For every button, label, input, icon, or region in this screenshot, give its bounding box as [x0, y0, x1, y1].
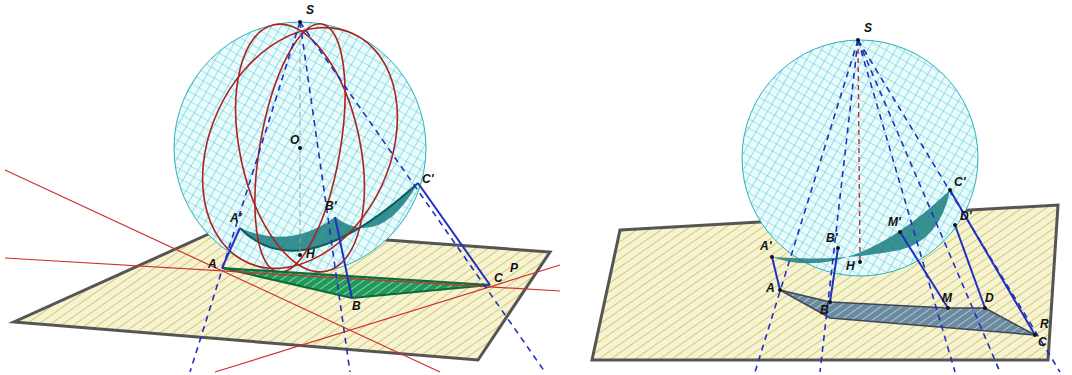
point-label: S [864, 22, 872, 34]
point-label: R [1040, 318, 1049, 330]
point-label: A [208, 258, 217, 270]
sphere [174, 22, 426, 274]
point-label: S [306, 4, 314, 16]
point-label: M [942, 292, 952, 304]
point-label: D [985, 292, 994, 304]
point-label: D' [960, 210, 972, 222]
point-label: B' [325, 200, 337, 212]
point-label: A' [760, 240, 772, 252]
point-label: A' [230, 212, 242, 224]
point-label: B [352, 300, 361, 312]
point-label: O [290, 134, 299, 146]
point-label: M' [888, 216, 901, 228]
point-label: B' [826, 232, 838, 244]
point-label: C' [422, 173, 434, 185]
point-label: B [820, 304, 829, 316]
spherical-triangle [240, 183, 418, 251]
sphere [742, 40, 978, 276]
point-label: C [1038, 336, 1047, 348]
point-label: H [846, 260, 855, 272]
plane-triangle [222, 268, 490, 298]
point-label: P [510, 262, 518, 274]
point-label: C' [954, 176, 966, 188]
point-label: C [494, 272, 503, 284]
point-label: H [306, 248, 315, 260]
point-label: A [766, 282, 775, 294]
plane-region [780, 290, 1035, 335]
spherical-region [772, 190, 950, 263]
